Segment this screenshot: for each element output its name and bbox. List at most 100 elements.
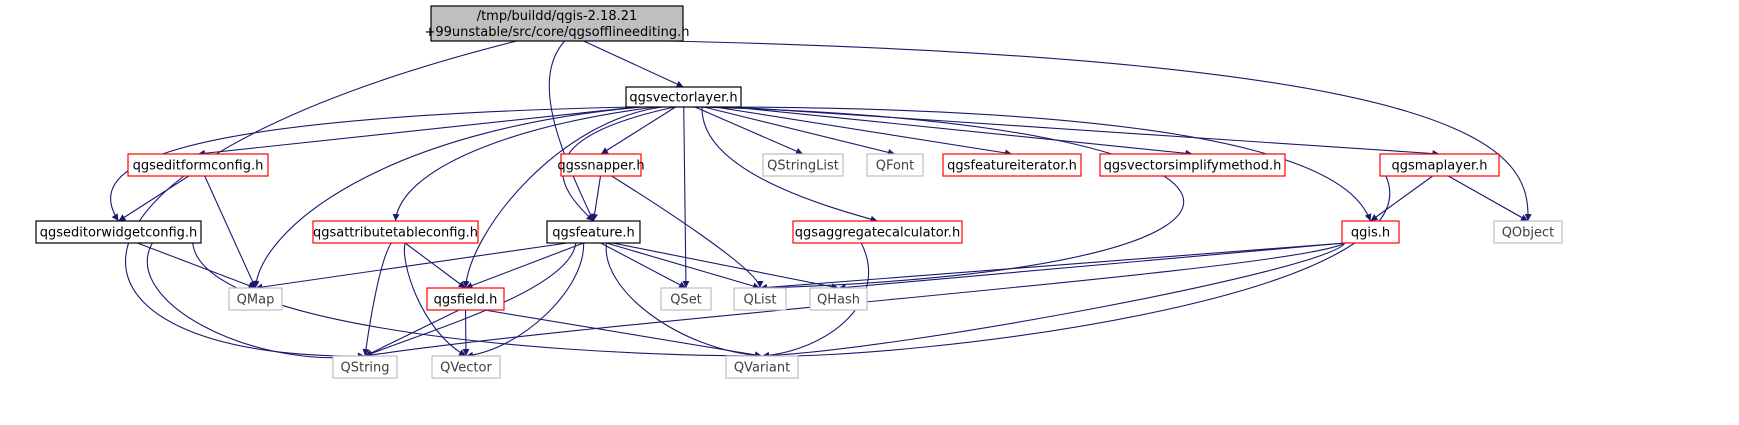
- edge-qgsfield-to-qvariant: [484, 309, 763, 359]
- node-box: [431, 355, 501, 379]
- edge-qgsaggregatecalculator-to-qvariant: [761, 242, 870, 359]
- node-qgsvectorsimplifymethod[interactable]: qgsvectorsimplifymethod.h: [1099, 153, 1286, 177]
- node-box: [546, 220, 641, 244]
- node-label: QHash: [817, 293, 860, 308]
- node-qmap[interactable]: QMap: [228, 287, 283, 311]
- node-box: [866, 153, 924, 177]
- edge-root-to-qgsvectorlayer: [583, 40, 684, 88]
- edge-qgseditformconfig-to-qmap: [204, 175, 257, 289]
- edge-qgssnapper-to-qgsfeature: [591, 175, 602, 222]
- node-qobject[interactable]: QObject: [1493, 220, 1563, 244]
- node-qgsfeature[interactable]: qgsfeature.h: [546, 220, 641, 244]
- edges-layer: [110, 40, 1532, 361]
- edge-qgsvectorlayer-to-qgsvectorsimplifymethod: [732, 106, 1193, 157]
- node-label: qgsfeature.h: [552, 226, 635, 241]
- node-qgssnapper[interactable]: qgssnapper.h: [557, 153, 645, 177]
- edge-qgseditorwidgetconfig-to-qmap: [137, 242, 256, 289]
- edge-qgis-to-qlist: [759, 242, 1345, 291]
- node-label: qgseditorwidgetconfig.h: [40, 226, 198, 241]
- node-qgis[interactable]: qgis.h: [1341, 220, 1400, 244]
- node-box: [809, 287, 868, 311]
- edge-qgsfeature-to-qmap: [255, 242, 568, 291]
- node-label: QObject: [1502, 226, 1555, 241]
- edge-qgsvectorlayer-to-qstringlist: [694, 106, 804, 155]
- edge-qgssnapper-to-qlist: [611, 175, 764, 289]
- node-box: [660, 287, 712, 311]
- edge-qgsvectorlayer-to-qlist: [690, 106, 1185, 292]
- node-qvector[interactable]: QVector: [431, 355, 501, 379]
- node-label: qgsattributetableconfig.h: [313, 226, 478, 241]
- node-label: QMap: [237, 293, 275, 308]
- edge-qgseditorwidgetconfig-to-qstring: [146, 242, 366, 361]
- node-qgsvectorlayer[interactable]: qgsvectorlayer.h: [625, 86, 742, 108]
- edge-qgsvectorlayer-to-qgsfield: [462, 106, 663, 289]
- node-label: /tmp/buildd/qgis-2.18.21: [477, 9, 638, 24]
- node-label: qgssnapper.h: [557, 159, 644, 174]
- edge-qgsvectorlayer-to-qgseditorwidgetconfig: [110, 106, 632, 222]
- node-label: qgis.h: [1351, 226, 1390, 241]
- node-qgsfield[interactable]: qgsfield.h: [426, 287, 505, 311]
- node-qstring[interactable]: QString: [332, 355, 398, 379]
- node-qlist[interactable]: QList: [733, 287, 787, 311]
- node-label: QVector: [440, 361, 492, 376]
- edge-root-to-qgsfeature: [548, 40, 594, 222]
- edge-qgis-to-qvariant: [761, 242, 1346, 360]
- node-label: qgsaggregatecalculator.h: [795, 226, 960, 241]
- edge-qgsfeature-to-qvector: [465, 242, 585, 359]
- node-box: [430, 5, 684, 42]
- node-label: +99unstable/src/core/qgsofflineediting.h: [425, 25, 690, 40]
- node-qgsaggregatecalculator[interactable]: qgsaggregatecalculator.h: [792, 220, 963, 244]
- edge-qgsfeature-to-qhash: [612, 242, 839, 291]
- edge-qgsattributetableconfig-to-qstring: [362, 242, 392, 357]
- node-box: [312, 220, 479, 244]
- node-box: [762, 153, 844, 177]
- node-qhash[interactable]: QHash: [809, 287, 868, 311]
- node-qgseditformconfig[interactable]: qgseditformconfig.h: [127, 153, 269, 177]
- edge-qgsvectorlayer-to-qfont: [703, 106, 896, 156]
- node-box: [942, 153, 1082, 177]
- node-label: qgsmaplayer.h: [1392, 159, 1488, 174]
- node-qgsmaplayer[interactable]: qgsmaplayer.h: [1379, 153, 1500, 177]
- edge-qgsvectorlayer-to-qgseditformconfig: [197, 106, 638, 157]
- node-label: qgseditformconfig.h: [133, 159, 264, 174]
- node-box: [1493, 220, 1563, 244]
- edge-qgis-to-qstring: [364, 242, 1346, 359]
- node-root[interactable]: /tmp/buildd/qgis-2.18.21+99unstable/src/…: [425, 5, 690, 42]
- node-qgsattributetableconfig[interactable]: qgsattributetableconfig.h: [312, 220, 479, 244]
- node-box: [733, 287, 787, 311]
- node-qstringlist[interactable]: QStringList: [762, 153, 844, 177]
- edge-root-to-qstring: [125, 40, 517, 360]
- node-label: QVariant: [734, 361, 790, 376]
- node-qfont[interactable]: QFont: [866, 153, 924, 177]
- edge-qgsvectorlayer-to-qmap: [252, 106, 643, 289]
- node-box: [625, 86, 742, 108]
- node-qvariant[interactable]: QVariant: [725, 355, 799, 379]
- nodes-layer: /tmp/buildd/qgis-2.18.21+99unstable/src/…: [35, 5, 1563, 379]
- node-box: [228, 287, 283, 311]
- edge-qgseditorwidgetconfig-to-qvariant: [192, 242, 763, 360]
- edge-qgsfeature-to-qgsfield: [465, 242, 584, 289]
- node-label: qgsfeatureiterator.h: [947, 159, 1077, 174]
- edge-qgsfeature-to-qset: [600, 242, 687, 289]
- edge-qgsmaplayer-to-qvariant: [761, 175, 1391, 360]
- node-label: qgsfield.h: [434, 293, 498, 308]
- node-box: [560, 153, 642, 177]
- node-qgseditorwidgetconfig[interactable]: qgseditorwidgetconfig.h: [35, 220, 202, 244]
- node-qset[interactable]: QSet: [660, 287, 712, 311]
- edge-qgsattributetableconfig-to-qvector: [403, 242, 467, 357]
- edge-qgsvectorlayer-to-qgsmaplayer: [735, 106, 1440, 158]
- edge-qgsmaplayer-to-qgis: [1370, 175, 1433, 222]
- edge-qgsattributetableconfig-to-qgsfield: [404, 242, 466, 289]
- edge-qgsvectorlayer-to-qgsattributetableconfig: [392, 106, 656, 222]
- node-box: [332, 355, 398, 379]
- node-box: [792, 220, 963, 244]
- node-label: QStringList: [767, 159, 839, 174]
- node-qgsfeatureiterator[interactable]: qgsfeatureiterator.h: [942, 153, 1082, 177]
- edge-qgsvectorlayer-to-qgssnapper: [600, 106, 676, 155]
- edge-qgsvectorlayer-to-qgsfeatureiterator: [714, 106, 1013, 157]
- edge-qgsvectorlayer-to-qset: [682, 106, 690, 289]
- edge-qgsfeature-to-qlist: [606, 242, 761, 290]
- edge-root-to-qobject: [670, 40, 1532, 222]
- node-box: [1379, 153, 1500, 177]
